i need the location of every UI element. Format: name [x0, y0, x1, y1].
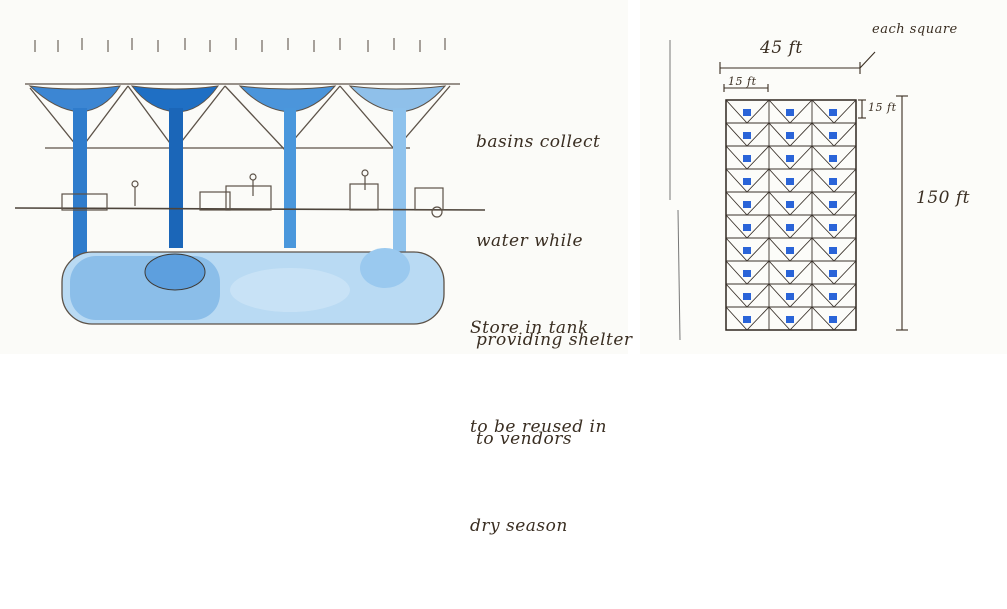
- grid-plan-drawing: [640, 0, 1007, 354]
- height-label: 150 ft: [916, 186, 970, 210]
- cell-width-label: 15 ft: [728, 74, 757, 90]
- page-edge-line: [678, 210, 680, 340]
- square-grid: [726, 100, 856, 330]
- note-store-in-tank: Store in tank to be reused in dry season: [470, 246, 607, 609]
- note-line: to be reused in: [470, 411, 607, 444]
- note-line: Store in tank: [470, 312, 607, 345]
- each-square-label: each square: [872, 20, 958, 40]
- storage-tank: [62, 248, 444, 324]
- shelter-section-sketch: basins collect water while providing she…: [0, 0, 628, 354]
- grid-plan-sketch: 45 ft each square 15 ft 15 ft 150 ft: [640, 0, 1007, 354]
- rain-streaks: [35, 38, 445, 52]
- note-line: basins collect: [476, 126, 633, 159]
- downpipes: [73, 108, 406, 258]
- note-line: dry season: [470, 510, 607, 543]
- width-label: 45 ft: [760, 36, 803, 60]
- cell-height-label: 15 ft: [868, 100, 897, 116]
- grid-basin-markers: [743, 109, 837, 323]
